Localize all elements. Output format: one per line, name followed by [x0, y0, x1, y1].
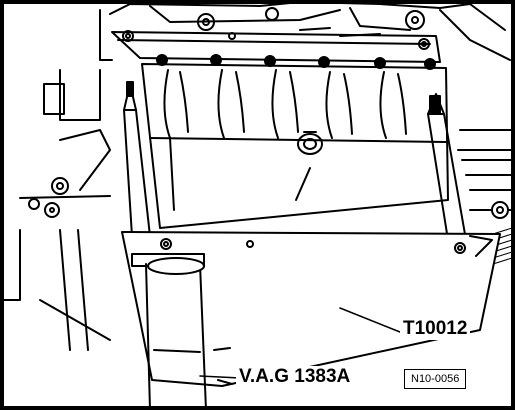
gasket-flange: [111, 30, 441, 63]
guide-pin-right: [427, 93, 467, 241]
flange-bolts: [156, 54, 436, 70]
leader-vag1383a: [199, 375, 241, 379]
side-mount: [1, 9, 113, 351]
drain-plug: [297, 131, 323, 155]
jack-column: [131, 253, 233, 410]
leader-t10012: [339, 307, 401, 333]
figure-id-box: N10-0056: [404, 369, 467, 389]
label-t10012: T10012: [400, 318, 471, 340]
guide-pin-left: [123, 81, 151, 237]
support-plate: [121, 231, 501, 387]
grille-panel: [457, 129, 513, 219]
oil-pan: [141, 63, 449, 229]
label-vag1383a: V.A.G 1383A: [236, 366, 354, 388]
